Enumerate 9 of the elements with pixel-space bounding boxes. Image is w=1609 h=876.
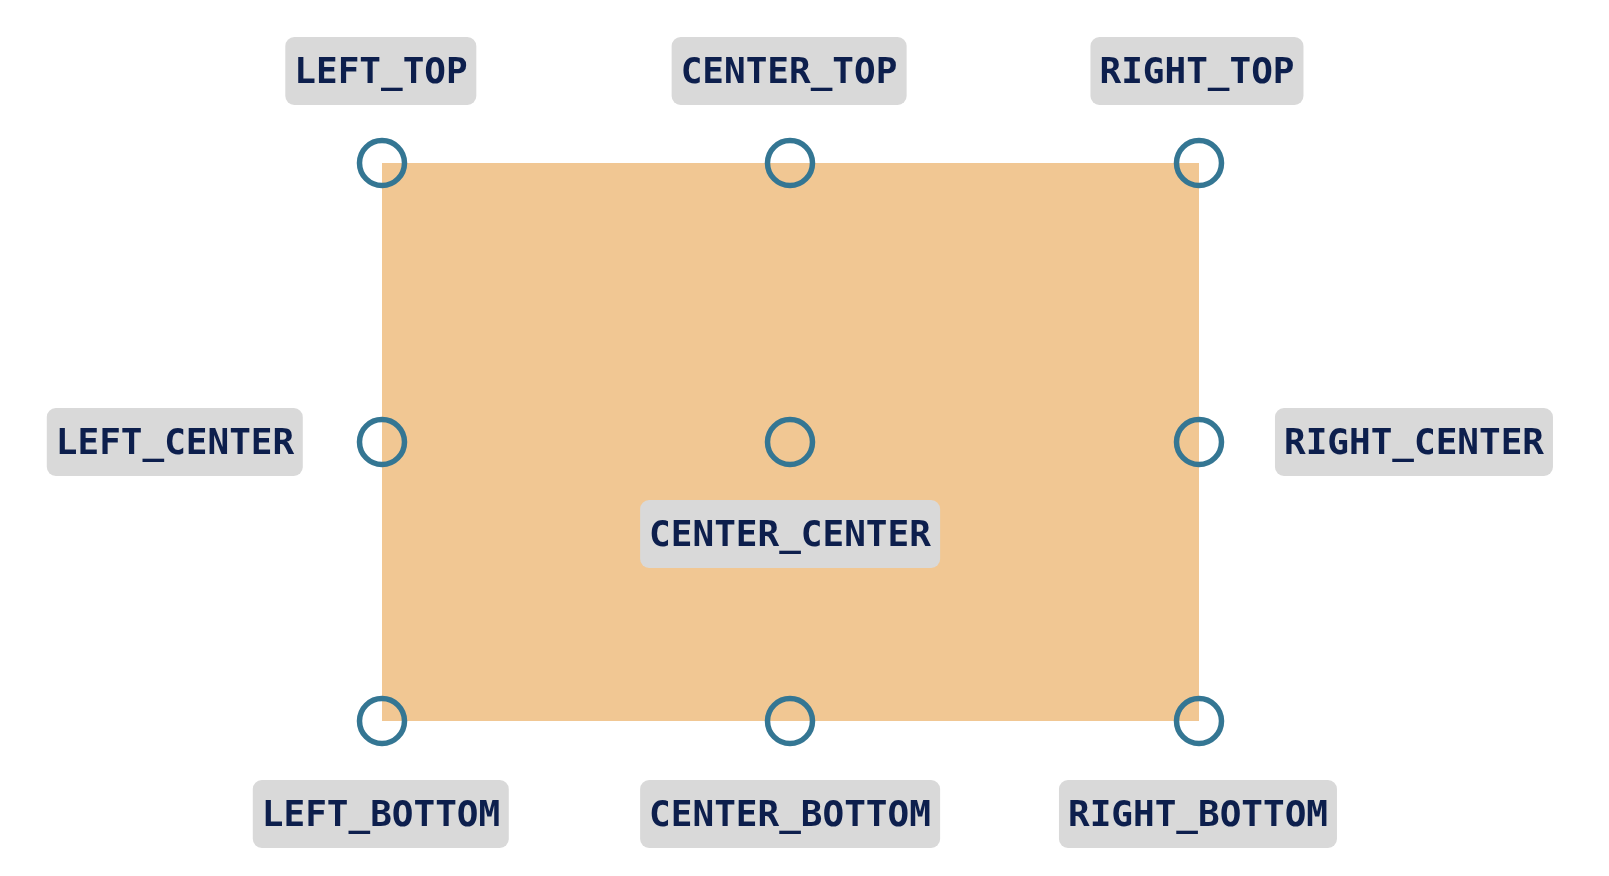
anchor-label: RIGHT_CENTER	[1274, 408, 1554, 476]
anchor-label: RIGHT_BOTTOM	[1058, 780, 1338, 848]
anchor-label: LEFT_TOP	[285, 37, 477, 105]
anchor-label: CENTER_BOTTOM	[640, 780, 940, 848]
anchor-label: LEFT_CENTER	[46, 408, 304, 476]
anchor-label: RIGHT_TOP	[1090, 37, 1304, 105]
anchor-label: CENTER_TOP	[671, 37, 907, 105]
anchor-label: CENTER_CENTER	[640, 500, 940, 568]
anchor-label: LEFT_BOTTOM	[252, 780, 510, 848]
